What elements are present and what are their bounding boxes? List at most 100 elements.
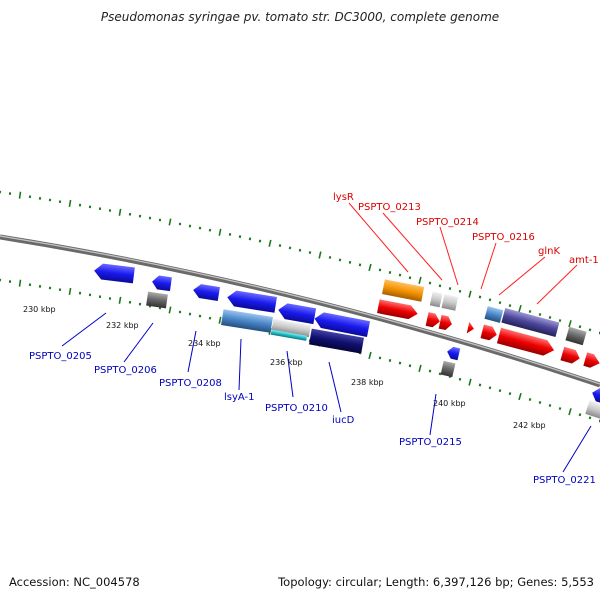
- scale-tick: [468, 290, 472, 298]
- scale-tick: [568, 320, 572, 328]
- scale-tick: [368, 351, 372, 360]
- kbp-label-240: 240 kbp: [433, 399, 466, 408]
- scale-tick: [578, 413, 582, 417]
- reverse-genes: [94, 263, 600, 420]
- scale-tick: [268, 239, 272, 247]
- scale-tick: [208, 228, 212, 232]
- gene-glnK: [501, 308, 560, 338]
- scale-tick: [218, 316, 222, 324]
- bottom-leader-lines: [61, 312, 592, 473]
- gene-lysR: [382, 279, 425, 302]
- top-gene-labels: lysR PSPTO_0213 PSPTO_0214 PSPTO_0216 gl…: [333, 192, 599, 266]
- scale-tick: [118, 208, 122, 216]
- gene-lsyA-1-upper: [227, 290, 277, 313]
- label-PSPTO_0214: PSPTO_0214: [416, 217, 479, 228]
- gene-PSPTO_0221-upper: [592, 387, 600, 404]
- scale-tick: [18, 191, 22, 199]
- scale-tick: [578, 325, 582, 329]
- scale-tick: [428, 281, 432, 285]
- gene-iucD-upper: [314, 312, 371, 338]
- scale-tick: [558, 319, 562, 323]
- scale-tick: [548, 403, 552, 408]
- scale-tick: [318, 251, 322, 259]
- gene-iucD: [309, 328, 364, 354]
- label-PSPTO_0216: PSPTO_0216: [472, 232, 535, 243]
- scale-tick: [238, 235, 242, 239]
- scale-tick: [488, 298, 492, 302]
- gene-PSPTO_0221: [585, 400, 600, 420]
- accession-text: Accession: NC_004578: [9, 575, 140, 589]
- scale-tick: [228, 232, 232, 236]
- gene-PSPTO_0213: [429, 291, 459, 311]
- gene-PSPTO_0206-b: [146, 291, 168, 309]
- scale-tick: [518, 392, 522, 401]
- scale-tick: [208, 316, 212, 320]
- top-leader-lines: [348, 202, 578, 305]
- gene-amt-1: [565, 326, 587, 346]
- arrow-lysR: [377, 299, 418, 320]
- label-PSPTO_0205: PSPTO_0205: [29, 351, 92, 362]
- scale-tick: [68, 199, 72, 207]
- arrow-amt-1a: [560, 346, 580, 364]
- scale-tick: [458, 377, 462, 381]
- scale-tick: [438, 372, 442, 376]
- scale-tick: [478, 383, 482, 387]
- scale-tick: [398, 273, 402, 277]
- scale-tick: [488, 386, 492, 390]
- scale-tick: [438, 284, 442, 288]
- gene-lsyA-1: [221, 309, 273, 333]
- gene-PSPTO_0216: [484, 306, 504, 323]
- scale-tick: [518, 304, 522, 313]
- label-PSPTO_0208: PSPTO_0208: [159, 378, 222, 389]
- forward-genes: [382, 279, 587, 346]
- scale-tick: [248, 237, 252, 241]
- gene-PSPTO_0210: [270, 318, 311, 341]
- scale-tick: [508, 392, 512, 396]
- arrow-0214: [466, 321, 474, 334]
- scale-tick: [418, 364, 422, 373]
- scale-tick: [508, 304, 512, 308]
- scale-tick: [388, 271, 392, 274]
- scale-tick: [548, 315, 552, 320]
- kbp-label-230: 230 kbp: [23, 305, 56, 314]
- scale-tick: [118, 296, 122, 304]
- scale-tick: [218, 228, 222, 236]
- kbp-label-232: 232 kbp: [106, 321, 139, 330]
- label-PSPTO_0206: PSPTO_0206: [94, 365, 157, 376]
- label-lsyA-1: lsyA-1: [224, 392, 255, 403]
- gene-PSPTO_0215-upper: [447, 346, 461, 361]
- scale-tick: [368, 263, 372, 272]
- scale-tick: [378, 268, 382, 272]
- kbp-label-238: 238 kbp: [351, 378, 384, 387]
- scale-tick: [408, 364, 412, 368]
- scale-tick: [538, 400, 542, 405]
- label-glnK: glnK: [538, 246, 560, 257]
- label-PSPTO_0221: PSPTO_0221: [533, 475, 596, 486]
- scale-tick: [188, 224, 192, 228]
- label-PSPTO_0215: PSPTO_0215: [399, 437, 462, 448]
- label-iucD: iucD: [332, 415, 355, 426]
- scale-tick: [418, 276, 422, 285]
- arrow-0216: [480, 324, 497, 341]
- genome-backbone: [0, 234, 600, 388]
- gene-PSPTO_0215: [440, 360, 456, 378]
- scale-tick: [528, 397, 532, 402]
- gene-PSPTO_0206: [152, 275, 172, 292]
- kbp-label-236: 236 kbp: [270, 358, 303, 367]
- scale-tick: [378, 356, 382, 360]
- scale-tick: [568, 408, 572, 416]
- scale-tick: [288, 246, 292, 250]
- gene-PSPTO_0210-upper: [278, 303, 317, 325]
- kbp-labels: 230 kbp 232 kbp 234 kbp 236 kbp 238 kbp …: [23, 305, 546, 430]
- arrow-0213a: [425, 312, 440, 328]
- arrow-amt-1b: [583, 352, 600, 368]
- label-PSPTO_0213: PSPTO_0213: [358, 202, 421, 213]
- scale-tick: [298, 248, 302, 252]
- scale-tick: [358, 263, 362, 267]
- scale-tick: [458, 289, 462, 293]
- scale-tick: [278, 244, 282, 248]
- scale-tick: [588, 416, 592, 420]
- scale-tick: [348, 260, 352, 264]
- scale-tick: [498, 301, 502, 305]
- bottom-gene-labels: PSPTO_0205 PSPTO_0206 PSPTO_0208 lsyA-1 …: [29, 351, 596, 486]
